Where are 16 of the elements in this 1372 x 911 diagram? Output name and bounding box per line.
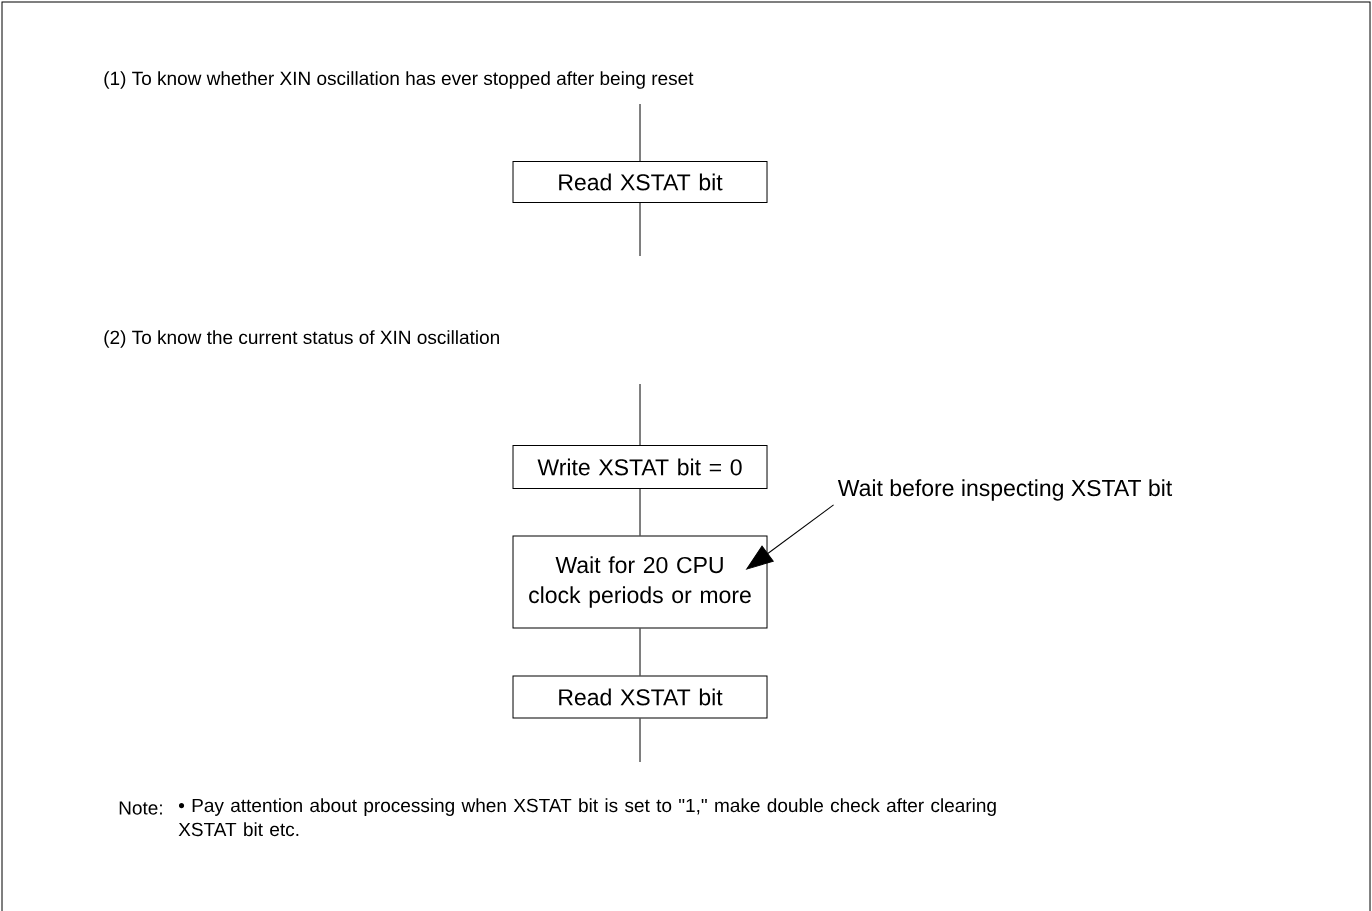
note-text: • Pay attention about processing when XSTAT bit is set to "1," make double check after clearing XSTAT bit etc.: [178, 798, 996, 837]
annotation-text: Wait before inspecting XSTAT bit: [837, 479, 1173, 501]
flow-line: [639, 103, 641, 162]
flow-line: [639, 488, 641, 536]
process-box: Wait for 20 CPU clock periods or more: [512, 535, 768, 629]
flow-line: [639, 628, 641, 676]
note-label: Note:: [119, 801, 162, 815]
leader-arrow: [746, 504, 835, 570]
section-heading: (1) To know whether XIN oscillation has ever stopped after being reset: [104, 71, 694, 89]
flow-line: [639, 202, 641, 257]
process-box: Read XSTAT bit: [512, 161, 768, 203]
process-box: Write XSTAT bit = 0: [512, 445, 768, 489]
flow-line: [639, 383, 641, 446]
section-heading: (2) To know the current status of XIN oscillation: [104, 330, 499, 348]
process-box: Read XSTAT bit: [512, 675, 768, 719]
flow-line: [639, 718, 641, 763]
